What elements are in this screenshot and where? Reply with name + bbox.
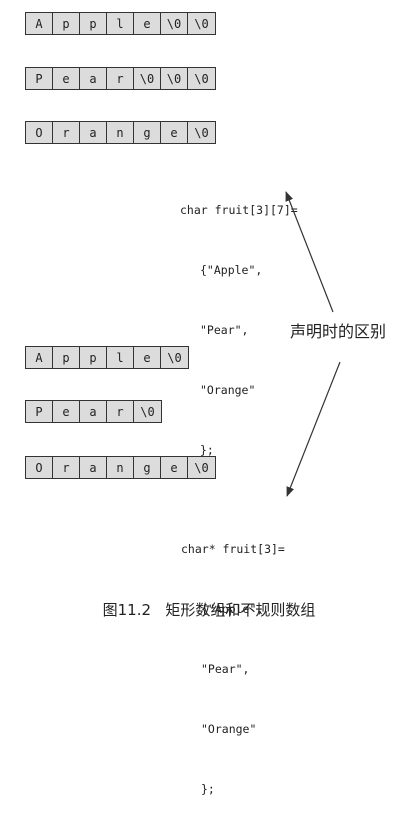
char-cell: \0 — [134, 68, 161, 89]
code-line: {"Apple", — [200, 263, 263, 277]
char-cell: \0 — [161, 68, 188, 89]
rect-row-pear: P e a r \0 \0 \0 — [25, 67, 216, 90]
char-cell: \0 — [140, 404, 155, 419]
char-cell: \0 — [194, 460, 209, 475]
ragged-row-pear: P e a r \0 — [25, 400, 162, 423]
figure-caption: 图11.2 矩形数组和不规则数组 — [102, 601, 316, 619]
char-cell: P — [26, 401, 53, 422]
char-cell: r — [53, 457, 80, 478]
code-line: "Orange" — [201, 722, 257, 736]
arrow-to-ragged-code — [286, 361, 341, 497]
char-cell: a — [80, 68, 107, 89]
char-cell: A — [26, 347, 53, 368]
rect-array-code: char fruit[3][7]= {"Apple", "Pear", "Ora… — [180, 160, 298, 480]
char-cell: l — [107, 13, 134, 34]
char-cell: \0 — [167, 350, 182, 365]
char-cell: r — [107, 401, 134, 422]
char-cell: p — [53, 13, 80, 34]
char-cell: l — [107, 347, 134, 368]
code-line: "Pear", — [200, 323, 249, 337]
difference-annotation: 声明时的区别 — [290, 322, 387, 341]
rect-row-apple: A p p l e \0 \0 — [25, 12, 216, 35]
code-line: }; — [201, 782, 215, 796]
char-cell: e — [161, 457, 188, 478]
code-line: }; — [200, 443, 214, 457]
code-line: char fruit[3][7]= — [180, 203, 298, 217]
char-cell: p — [80, 13, 107, 34]
annotation-arrows — [285, 191, 341, 497]
char-cell: r — [107, 68, 134, 89]
char-cell: O — [26, 122, 53, 143]
char-cell: p — [80, 347, 107, 368]
code-line: {"Apple", — [201, 602, 264, 616]
char-cell: r — [53, 122, 80, 143]
char-cell: e — [53, 401, 80, 422]
char-cell: p — [53, 347, 80, 368]
char-cell: a — [80, 457, 107, 478]
char-cell: \0 — [194, 71, 209, 86]
char-cell: \0 — [194, 125, 209, 140]
ragged-row-apple: A p p l e \0 — [25, 346, 189, 369]
char-cell: e — [134, 13, 161, 34]
char-cell: P — [26, 68, 53, 89]
char-cell: e — [134, 347, 161, 368]
ragged-row-orange: O r a n g e \0 — [25, 456, 216, 479]
char-cell: n — [107, 457, 134, 478]
rect-row-orange: O r a n g e \0 — [25, 121, 216, 144]
code-line: "Orange" — [200, 383, 256, 397]
char-cell: g — [134, 457, 161, 478]
char-cell: a — [80, 122, 107, 143]
char-cell: e — [161, 122, 188, 143]
char-cell: g — [134, 122, 161, 143]
code-line: "Pear", — [201, 662, 250, 676]
char-cell: A — [26, 13, 53, 34]
char-cell: n — [107, 122, 134, 143]
arrow-to-rect-code — [285, 191, 334, 313]
char-cell: \0 — [194, 16, 209, 31]
char-cell: a — [80, 401, 107, 422]
char-cell: e — [53, 68, 80, 89]
char-cell: \0 — [161, 13, 188, 34]
code-line: char* fruit[3]= — [181, 542, 285, 556]
char-cell: O — [26, 457, 53, 478]
